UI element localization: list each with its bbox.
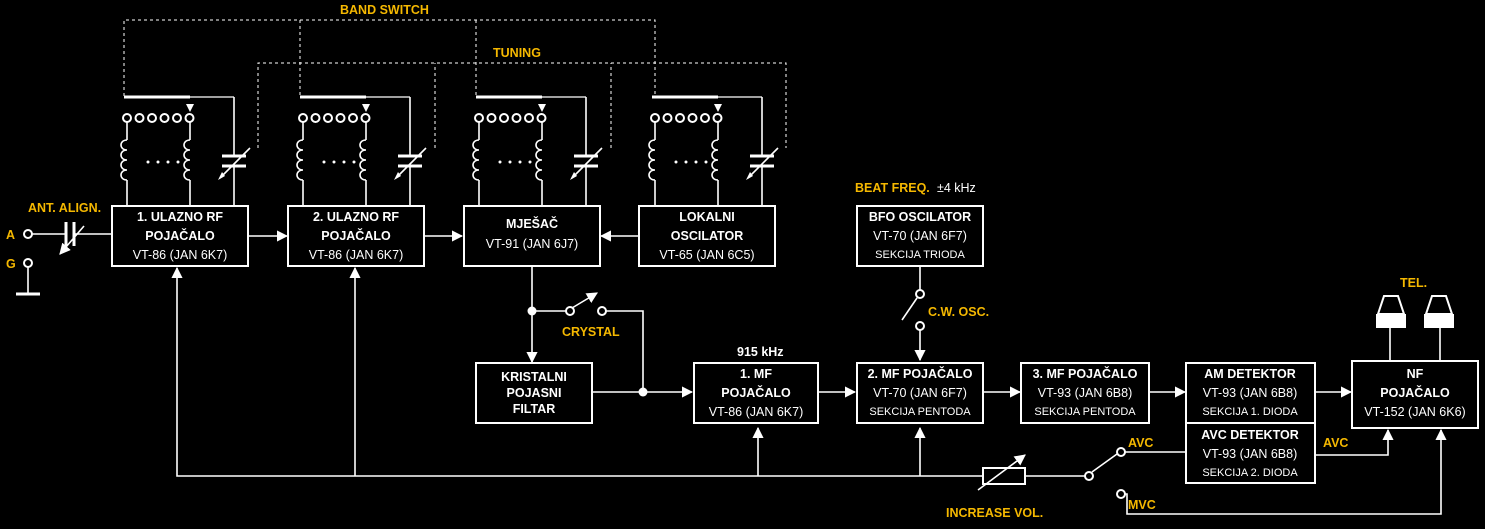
avc-detector-title: AVC DETEKTOR [1201,428,1298,442]
antenna-input [16,222,112,296]
lo-coil-bank [648,95,779,206]
am-detector-note: SEKCIJA 1. DIODA [1202,406,1298,418]
beat-freq-label: BEAT FREQ. [855,181,930,195]
cw-osc-label: C.W. OSC. [928,305,989,319]
if1-tube: VT-86 (JAN 6K7) [709,405,803,419]
terminal-a[interactable] [23,229,33,239]
bfo-block [856,205,984,267]
rf1-title2: POJAČALO [145,228,215,243]
rf1-block [111,205,249,267]
af-amp-block [1351,360,1479,429]
af-amp-title2: POJAČALO [1380,385,1450,400]
tel-label: TEL. [1400,276,1427,290]
mixer-tube: VT-91 (JAN 6J7) [486,237,578,251]
avc-detector-block [1185,422,1316,484]
if2-note: SEKCIJA PENTODA [869,406,971,418]
lo-block [638,205,776,267]
rf2-title2: POJAČALO [321,228,391,243]
if3-title: 3. MF POJAČALO [1033,366,1138,381]
crystal-filter-title: KRISTALNI [501,370,567,384]
terminal-g-label: G [6,257,16,271]
if2-block [856,362,984,424]
terminal-g[interactable] [23,258,33,268]
rf1-coil-bank [120,95,251,206]
mixer-coil-bank [472,95,603,206]
rf2-title: 2. ULAZNO RF [313,210,399,224]
terminal-a-label: A [6,228,15,242]
increase-vol-label: INCREASE VOL. [946,506,1043,520]
band-switch-label: BAND SWITCH [340,3,429,17]
if3-note: SEKCIJA PENTODA [1034,406,1136,418]
if1-title2: POJAČALO [721,385,791,400]
if3-block [1020,362,1150,424]
if2-title: 2. MF POJAČALO [868,366,973,381]
mixer-block [463,205,601,267]
mixer-title: MJEŠAČ [506,216,558,231]
crystal-filter-title3: FILTAR [513,402,556,416]
tuning-linkage [257,62,787,148]
af-amp-title: NF [1407,367,1424,381]
crystal-filter-title2: POJASNI [507,386,562,400]
avc-detector-tube: VT-93 (JAN 6B8) [1203,447,1297,461]
avc-switch-label: AVC [1128,436,1153,450]
beat-freq-value: ±4 kHz [937,181,976,195]
avc-out-label: AVC [1323,436,1348,450]
crystal-filter-block [475,362,593,424]
tuning-label: TUNING [493,46,541,60]
rf1-tube: VT-86 (JAN 6K7) [133,248,227,262]
lo-tube: VT-65 (JAN 6C5) [659,248,754,262]
rf2-tube: VT-86 (JAN 6K7) [309,248,403,262]
if1-title: 1. MF [740,367,772,381]
if1-block [693,362,819,424]
rf2-block [287,205,425,267]
lo-title2: OSCILATOR [671,229,743,243]
if3-tube: VT-93 (JAN 6B8) [1038,386,1132,400]
bfo-title: BFO OSCILATOR [869,210,971,224]
headphone-icon [1376,295,1454,328]
lo-title: LOKALNI [679,210,735,224]
band-switch-linkage [123,19,656,96]
am-detector-title: AM DETEKTOR [1204,367,1295,381]
bfo-note: SEKCIJA TRIODA [875,249,965,261]
bfo-tube: VT-70 (JAN 6F7) [873,229,967,243]
rf2-coil-bank [296,95,427,206]
avc-detector-note: SEKCIJA 2. DIODA [1202,467,1298,479]
volume-potentiometer[interactable] [977,454,1026,491]
if2-tube: VT-70 (JAN 6F7) [873,386,967,400]
signal-lines [171,230,1447,515]
mvc-label: MVC [1128,498,1156,512]
am-detector-tube: VT-93 (JAN 6B8) [1203,386,1297,400]
rf1-title: 1. ULAZNO RF [137,210,223,224]
ant-align-label: ANT. ALIGN. [28,201,101,215]
if-freq-label: 915 kHz [737,345,784,359]
af-amp-tube: VT-152 (JAN 6K6) [1364,405,1465,419]
crystal-label: CRYSTAL [562,325,620,339]
